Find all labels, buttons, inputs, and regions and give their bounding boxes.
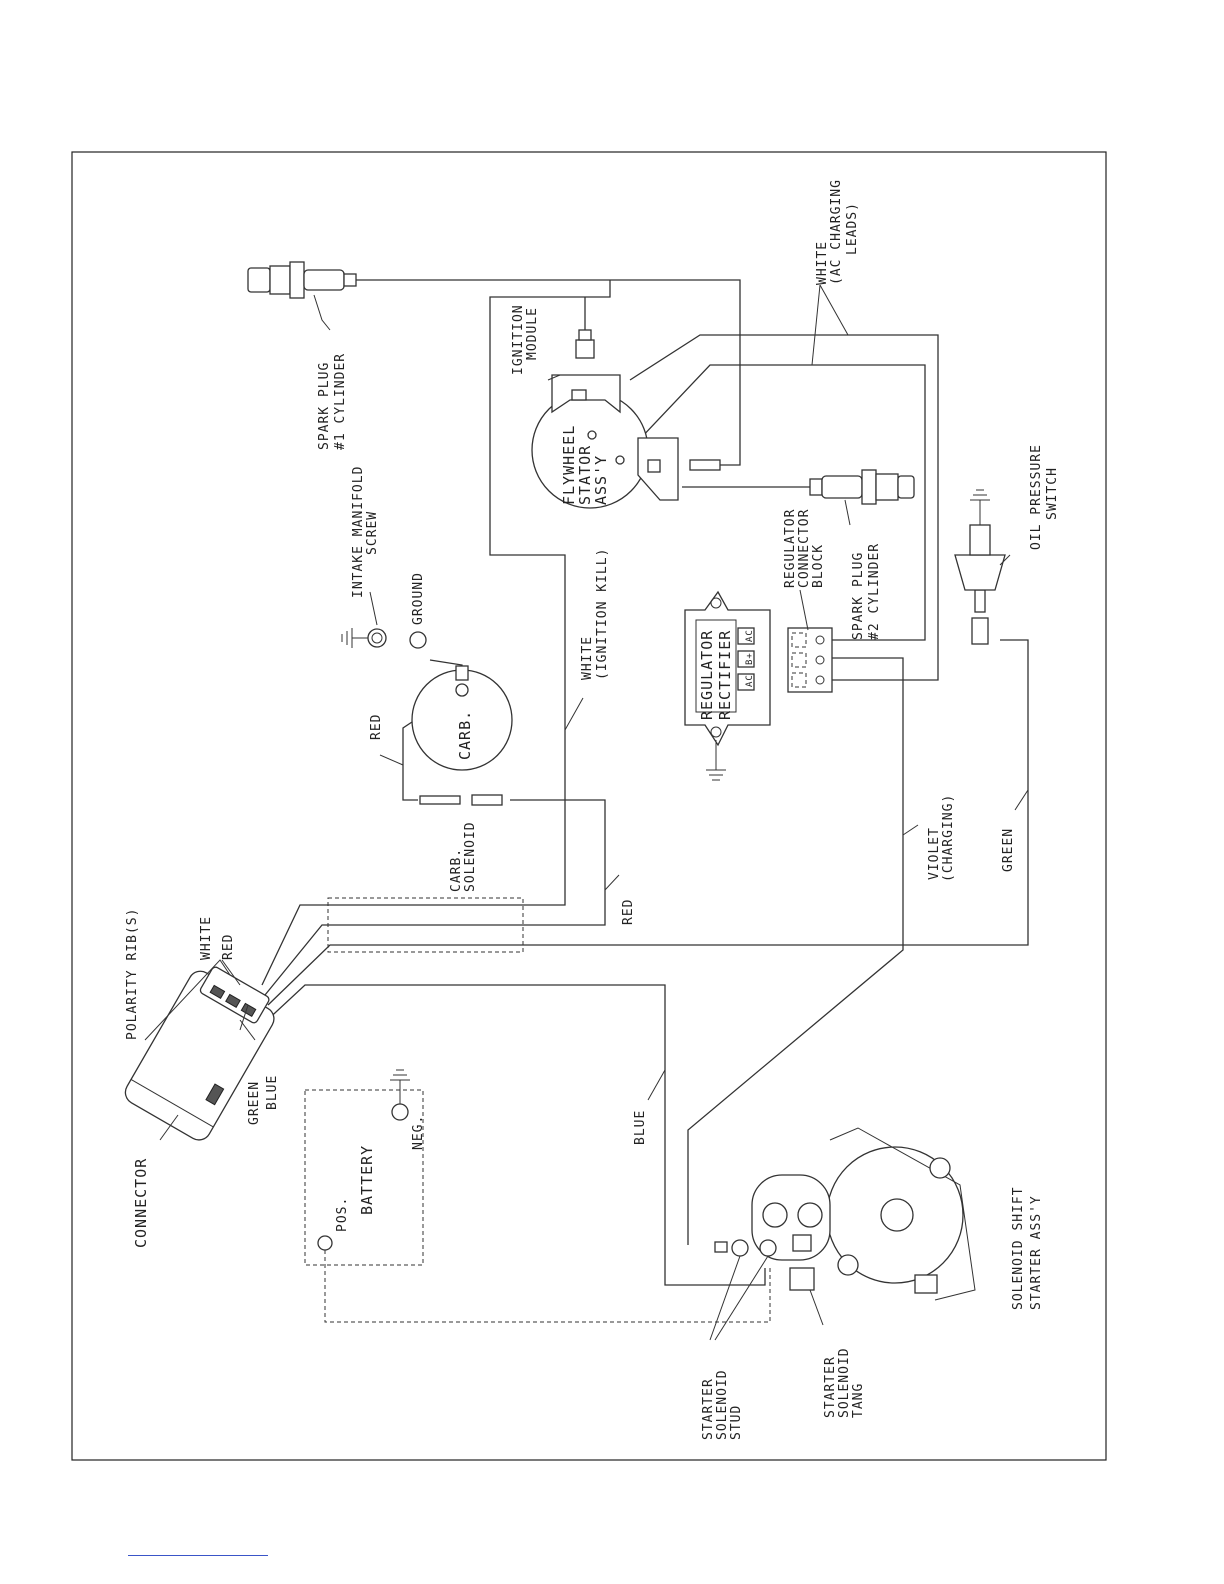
ac-charging-lead-1 — [629, 334, 939, 681]
label-starter-tang-2: SOLENOID — [837, 1347, 852, 1418]
label-green-wire: GREEN — [1001, 828, 1016, 872]
label-reg-block-2: CONNECTOR — [797, 509, 812, 588]
diagram-frame — [71, 151, 1107, 1461]
label-carb-solenoid-1: CARB. — [449, 848, 464, 892]
label-blue: BLUE — [265, 1075, 280, 1110]
label-ignition-module-1: IGNITION — [511, 304, 526, 375]
regulator-rectifier — [684, 590, 771, 747]
label-reg-block-1: REGULATOR — [783, 509, 798, 588]
battery-box — [304, 1089, 424, 1266]
label-starter-tang-3: TANG — [851, 1383, 866, 1418]
label-white-ignition-2: (IGNITION KILL) — [595, 548, 610, 680]
label-starter-stud-1: STARTER — [701, 1378, 716, 1440]
label-neg: NEG. — [411, 1115, 426, 1150]
label-flywheel-3: ASS'Y — [592, 455, 610, 505]
label-oil-2: SWITCH — [1045, 467, 1060, 520]
white-ignition-kill-wire — [261, 280, 611, 986]
ground-ring-terminal — [409, 631, 427, 649]
label-spark-plug-2-1: SPARK PLUG — [851, 552, 866, 640]
label-carb-solenoid-2: SOLENOID — [463, 821, 478, 892]
label-white-ac-3: LEADS) — [845, 202, 860, 255]
label-ground: GROUND — [411, 572, 426, 625]
regulator-connector-block — [787, 627, 833, 693]
label-reg-ac2: AC — [745, 629, 755, 642]
label-oil-1: OIL PRESSURE — [1029, 444, 1044, 550]
label-reg-block-3: BLOCK — [811, 544, 826, 588]
violet-charging-wire — [687, 657, 904, 1245]
spark-plug-2 — [809, 469, 915, 505]
intake-ground-icon — [341, 628, 368, 648]
label-red-bottom: RED — [621, 899, 636, 925]
label-white: WHITE — [199, 916, 214, 960]
label-starter-tang-1: STARTER — [823, 1356, 838, 1418]
label-blue-wire: BLUE — [633, 1110, 648, 1145]
starter-assembly — [751, 1127, 976, 1301]
battery-neg-terminal — [391, 1103, 409, 1121]
label-flywheel-1: FLYWHEEL — [560, 425, 578, 505]
label-violet-1: VIOLET — [927, 827, 942, 880]
battery-pos-terminal — [317, 1235, 333, 1251]
footer-link-line[interactable] — [128, 1555, 268, 1556]
label-regulator-2: RECTIFIER — [716, 630, 734, 720]
label-regulator-1: REGULATOR — [698, 630, 716, 720]
label-reg-ac1: AC — [745, 674, 755, 687]
label-battery: BATTERY — [358, 1145, 376, 1215]
label-violet-2: (CHARGING) — [941, 794, 956, 882]
carb-solenoid-lead — [402, 719, 418, 801]
label-red: RED — [221, 934, 236, 960]
label-intake-manifold-2: SCREW — [365, 511, 380, 555]
oil-pressure-switch — [954, 489, 1006, 645]
ac-charging-lead-2 — [619, 364, 926, 641]
label-spark-plug-1-2: #1 CYLINDER — [333, 353, 348, 450]
label-solenoid-shift-1: SOLENOID SHIFT — [1011, 1186, 1026, 1310]
label-carb: CARB. — [456, 710, 474, 760]
label-solenoid-shift-2: STARTER ASS'Y — [1029, 1195, 1044, 1310]
leader-lines — [144, 284, 1029, 1341]
label-pos: POS. — [335, 1197, 350, 1232]
spark-plug-1 — [247, 261, 357, 299]
labels: POLARITY RIB(S) WHITE RED GREEN BLUE CON… — [125, 179, 1060, 1440]
starter-solenoid-tang-connector — [789, 1267, 815, 1291]
carb-terminal — [455, 683, 469, 697]
ignition-module-2-plug — [689, 459, 721, 471]
blue-wire — [261, 984, 766, 1286]
red-wire — [264, 799, 606, 996]
regulator-ground-icon — [706, 740, 726, 781]
carb-solenoid-connector — [419, 795, 461, 805]
harness-dashed-box — [327, 897, 524, 953]
label-polarity-rib: POLARITY RIB(S) — [125, 908, 140, 1040]
wiring — [261, 279, 1029, 1323]
label-white-ac-2: (AC CHARGING — [829, 179, 844, 285]
label-connector: CONNECTOR — [132, 1158, 150, 1248]
label-white-ignition-1: WHITE — [580, 636, 595, 680]
ignition-module-plug — [575, 329, 595, 359]
intake-manifold-screw — [367, 628, 387, 648]
connector — [124, 966, 275, 1141]
label-reg-b: B+ — [745, 652, 755, 665]
label-white-ac-1: WHITE — [815, 241, 830, 285]
label-spark-plug-2-2: #2 CYLINDER — [867, 543, 882, 640]
battery-ground-icon — [390, 1069, 410, 1104]
green-wire — [267, 639, 1029, 1006]
label-ignition-module-2: MODULE — [525, 307, 540, 360]
battery-positive-lead — [324, 1250, 771, 1323]
label-green: GREEN — [247, 1081, 262, 1125]
spark-plug-1-lead — [355, 279, 741, 466]
label-starter-stud-2: SOLENOID — [715, 1369, 730, 1440]
label-spark-plug-1-1: SPARK PLUG — [317, 362, 332, 450]
label-intake-manifold-1: INTAKE MANIFOLD — [351, 466, 366, 598]
label-flywheel-2: STATOR — [576, 445, 594, 505]
label-starter-stud-3: STUD — [729, 1405, 744, 1440]
starter-ring-terminal — [759, 1239, 777, 1257]
starter-solenoid-stud — [731, 1239, 749, 1257]
label-red-top: RED — [369, 714, 384, 740]
